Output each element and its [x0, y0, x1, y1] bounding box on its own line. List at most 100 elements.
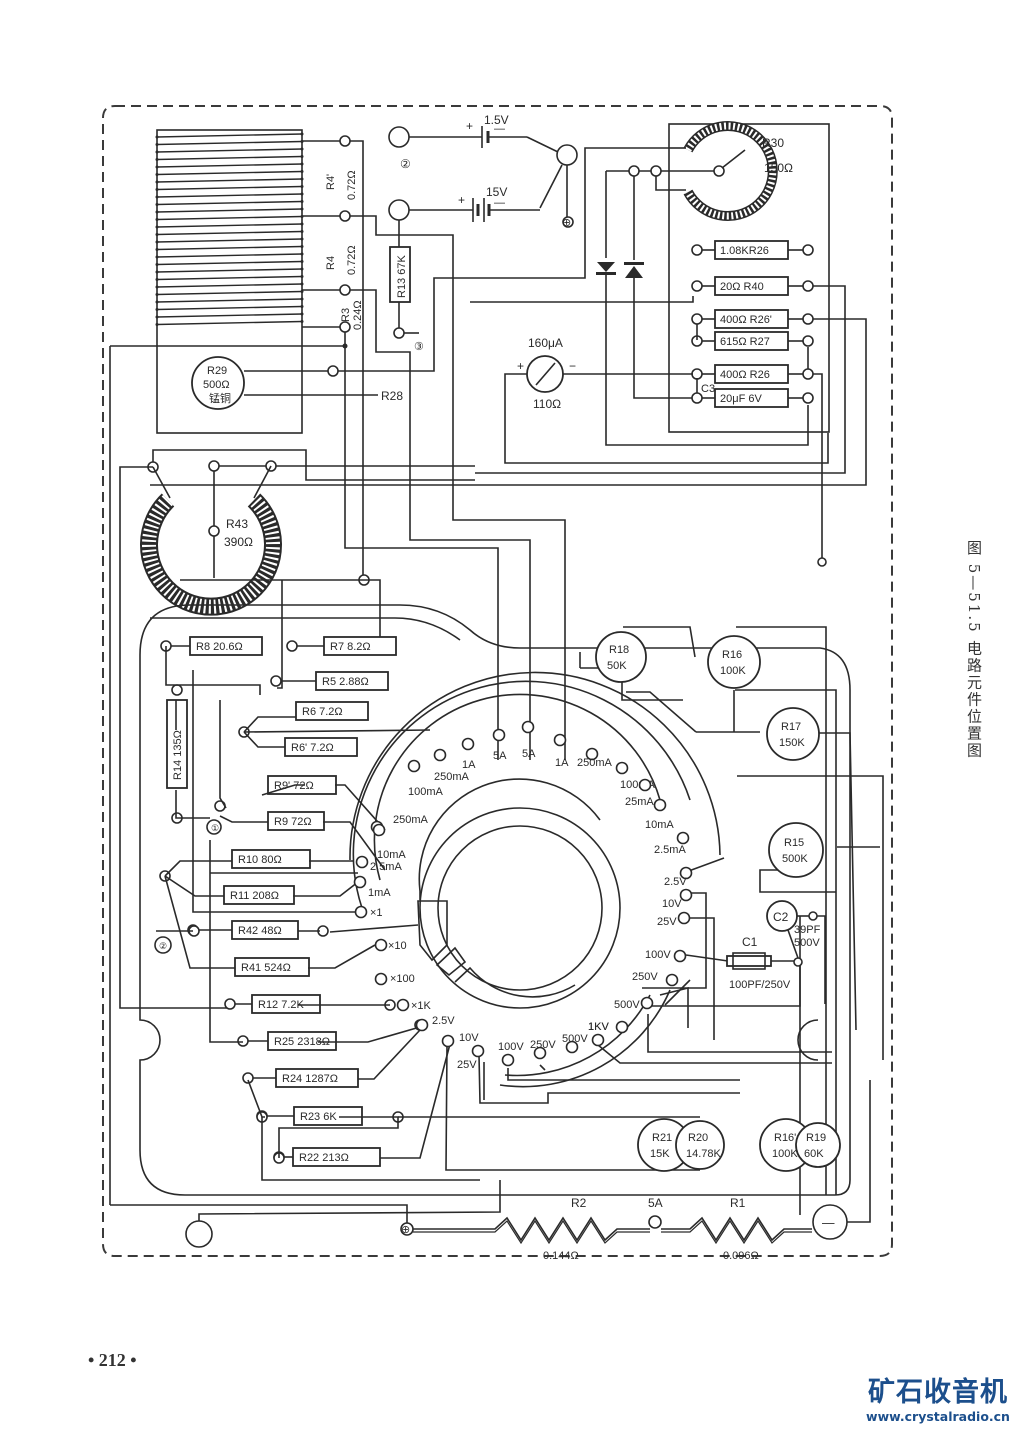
board-resistor-label: 20μF 6V: [720, 393, 762, 405]
switch-contact[interactable]: [673, 949, 687, 963]
round-resistor-value: 50K: [607, 660, 627, 672]
switch-contact-label: 5A: [493, 750, 507, 762]
c2-name: C2: [773, 910, 789, 924]
r30-name: R30: [762, 136, 784, 150]
switch-contact[interactable]: [441, 1034, 455, 1048]
r43-value: 390Ω: [224, 535, 253, 549]
switch-contact[interactable]: [665, 973, 679, 987]
round-resistor-value: 14.78K: [686, 1148, 722, 1160]
switch-contact[interactable]: [677, 911, 691, 925]
switch-contact[interactable]: [615, 1020, 629, 1034]
switch-resistor: [234, 957, 310, 977]
switch-contact[interactable]: [415, 1018, 429, 1032]
switch-contact[interactable]: [354, 905, 368, 919]
switch-contact-label: 100V: [498, 1041, 524, 1053]
switch-contact-label: 25mA: [625, 796, 654, 808]
switch-contact[interactable]: [553, 733, 567, 747]
switch-contact[interactable]: [374, 972, 388, 986]
r4p-value: 0.72Ω: [346, 170, 358, 200]
switch-contact[interactable]: [591, 1033, 605, 1047]
switch-contact[interactable]: [407, 759, 421, 773]
r29-pot: [191, 356, 245, 410]
switch-contact[interactable]: [492, 728, 506, 742]
switch-contact-label: 1mA: [368, 887, 391, 899]
watermark: 矿石收音机 www.crystalradio.cn: [858, 1378, 1018, 1426]
r13-label: R13 67K: [396, 255, 408, 298]
switch-contact[interactable]: [396, 998, 410, 1012]
switch-contact[interactable]: [461, 737, 475, 751]
switch-resistor-label: R23 6K: [300, 1111, 337, 1123]
switch-contact[interactable]: [565, 1040, 579, 1054]
diode-2: [625, 266, 643, 278]
switch-contact[interactable]: [679, 866, 693, 880]
r3-name: R3: [340, 308, 352, 322]
switch-contact[interactable]: [355, 855, 369, 869]
r30-value: 150Ω: [764, 161, 793, 175]
switch-contact-label: 10mA: [645, 819, 674, 831]
switch-contact[interactable]: [679, 888, 693, 902]
switch-contact[interactable]: [533, 1046, 547, 1060]
board-resistor-label: 615Ω R27: [720, 336, 770, 348]
plus-mark: ⊕: [562, 217, 571, 229]
switch-contact[interactable]: [433, 748, 447, 762]
switch-contact-label: 1KV: [588, 1021, 609, 1033]
battery-1p5v-label: 1.5V: [484, 113, 509, 127]
switch-resistor-label: R25 2318Ω: [274, 1036, 330, 1048]
round-resistor-name: R20: [688, 1132, 708, 1144]
switch-contact[interactable]: [501, 1053, 515, 1067]
switch-resistor-label: R41 524Ω: [241, 962, 291, 974]
switch-contact-label: 10V: [662, 898, 682, 910]
switch-contact-label: 250mA: [577, 757, 613, 769]
round-resistor-value: 500K: [782, 853, 808, 865]
switch-contact-label: 500V: [562, 1033, 588, 1045]
page-number: • 212 •: [88, 1350, 137, 1370]
terminal-15v[interactable]: [388, 199, 410, 221]
round-resistor: [768, 822, 824, 878]
coil-tap-3: [339, 284, 351, 296]
switch-contact-label: 25V: [457, 1059, 477, 1071]
terminal-1-small: [817, 557, 827, 567]
round-resistor-value: 15K: [650, 1148, 670, 1160]
board-resistor-label: 20Ω R40: [720, 281, 764, 293]
round-resistor-value: 100K: [720, 665, 746, 677]
coil-tap-1: [339, 135, 351, 147]
c2-value1: 39PF: [794, 924, 821, 936]
switch-contact[interactable]: [676, 831, 690, 845]
r43-pot: R43 390Ω: [119, 449, 475, 1009]
r4-value: 0.72Ω: [346, 245, 358, 275]
switch-resistor-label: R9 72Ω: [274, 816, 312, 828]
switch-contact[interactable]: [374, 938, 388, 952]
switch-contact-label: 100V: [645, 949, 671, 961]
switch-contact-label: 250mA: [434, 771, 470, 783]
switch-contact[interactable]: [521, 720, 535, 734]
switch-contact[interactable]: [653, 798, 667, 812]
round-resistor-name: R17: [781, 721, 801, 733]
switch-contact[interactable]: [471, 1044, 485, 1058]
round-resistor-name: R21: [652, 1132, 672, 1144]
bottom-shunt: ⊕ — R2 0.144Ω 5A R1 0.096Ω: [110, 1080, 871, 1262]
switch-contact-label: 250V: [632, 971, 658, 983]
switch-resistor: [231, 849, 311, 869]
switch-resistor-label: R14 135Ω: [172, 730, 184, 780]
switch-resistor-label: R24 1287Ω: [282, 1073, 338, 1085]
switch-contact-label: 250mA: [393, 814, 429, 826]
rotary-switch[interactable]: [349, 671, 721, 1088]
switch-contact[interactable]: [353, 875, 367, 889]
switch-contact-label: ×10: [388, 940, 407, 952]
switch-contact[interactable]: [615, 761, 629, 775]
svg-text:+: +: [517, 359, 524, 373]
switch-contact[interactable]: [640, 996, 654, 1010]
mark-3: ③: [414, 341, 424, 353]
common-terminal[interactable]: [556, 144, 578, 166]
switch-contact[interactable]: [585, 747, 599, 761]
round-resistor: [707, 635, 761, 689]
switch-resistor-label: R11 208Ω: [230, 890, 279, 902]
switch-contact[interactable]: [638, 778, 652, 792]
switch-contact[interactable]: [372, 823, 386, 837]
terminal-2[interactable]: [388, 126, 410, 148]
5a-terminal[interactable]: [648, 1215, 662, 1229]
r29-value: 500Ω: [203, 379, 230, 391]
com-terminal[interactable]: [185, 1220, 213, 1248]
